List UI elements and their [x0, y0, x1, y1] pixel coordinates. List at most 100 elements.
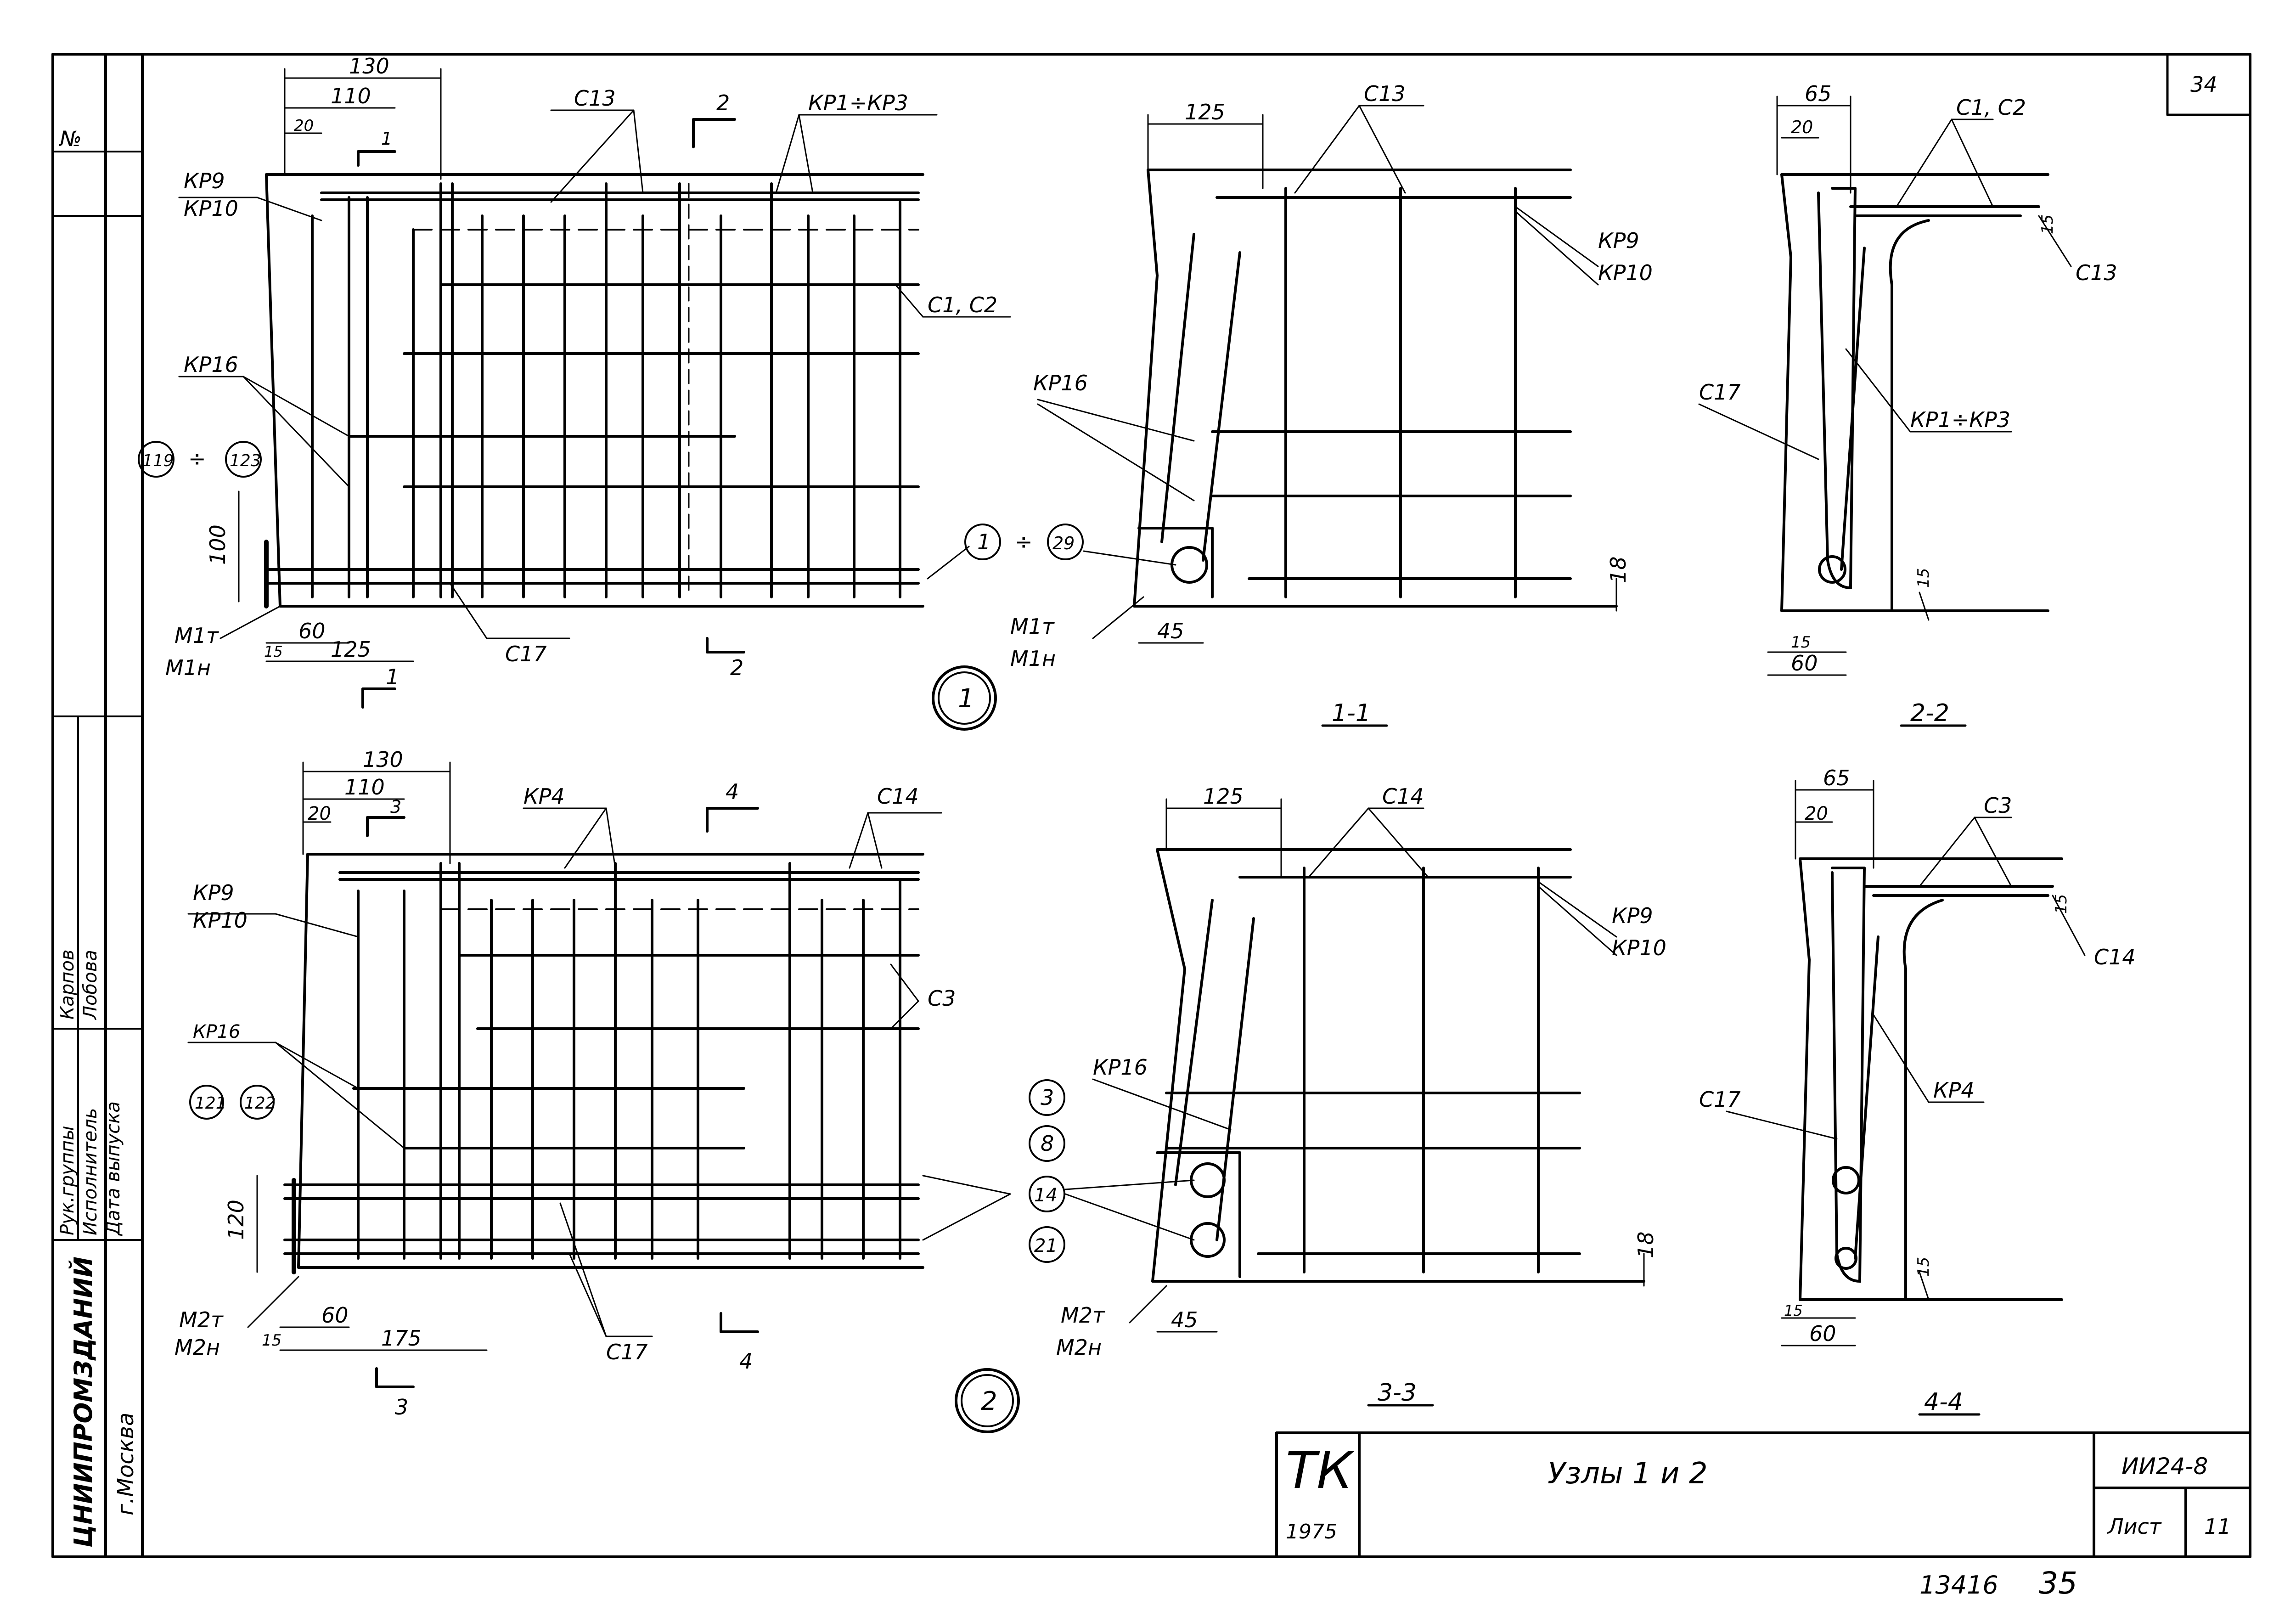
- n2-dim-15: 15: [262, 1331, 281, 1350]
- n2-dim-120: 120: [224, 1200, 248, 1240]
- node-1-marker: 1: [958, 684, 974, 714]
- left-strip-grid: [52, 151, 143, 1241]
- s44-dim-15c: 15: [1784, 1302, 1803, 1319]
- n1-label-c13: C13: [574, 86, 616, 111]
- section-1-1-drawing: [1133, 169, 1618, 608]
- n2-label-c17: C17: [606, 1340, 648, 1364]
- n1-label-kr9: КР9: [184, 169, 225, 193]
- footer-inventory: 13416: [1919, 1571, 1998, 1600]
- n2-ref-a: 121: [195, 1094, 226, 1113]
- n1-dim-125: 125: [331, 637, 371, 662]
- node-2-marker: 2: [981, 1386, 997, 1416]
- title-block-frame: [1275, 1431, 2251, 1558]
- node-1-circles: [138, 441, 1084, 731]
- n1-dim-20: 20: [294, 117, 314, 135]
- strip-role-1: Рук.группы: [57, 1126, 78, 1235]
- n2-cut-4-bottom: 4: [739, 1349, 753, 1374]
- n1-cut-2-top: 2: [716, 90, 730, 115]
- n2-label-kr16: КР16: [193, 1021, 240, 1042]
- section-4-4-title: 4-4: [1924, 1388, 1963, 1416]
- strip-role-2: Исполнитель: [80, 1108, 101, 1235]
- n1-dim-100: 100: [205, 524, 230, 565]
- n2-circle-21: 21: [1034, 1235, 1058, 1256]
- n1-ref-b: 123: [230, 451, 261, 470]
- strip-name-1: Карпов: [57, 950, 78, 1020]
- n2-dim-60: 60: [321, 1303, 349, 1328]
- n1-range-a: 1: [977, 529, 990, 554]
- n1-label-m1n: М1н: [165, 655, 211, 680]
- corner-sheet-number: 34: [2190, 72, 2217, 97]
- s22-label-c17: C17: [1699, 380, 1741, 405]
- strip-no-label: №: [58, 126, 82, 151]
- n2-ref-b: 122: [244, 1094, 276, 1113]
- n1-cut-1-bottom: 1: [386, 665, 399, 689]
- n1-dim-110: 110: [331, 84, 371, 108]
- s11-dim-18: 18: [1606, 556, 1631, 583]
- n2-label-kr10: КР10: [193, 908, 248, 933]
- n1-label-c1c2: C1, C2: [928, 293, 997, 317]
- s33-dim-18: 18: [1633, 1231, 1658, 1258]
- n2-label-m2n: М2н: [174, 1335, 220, 1360]
- footer-page: 35: [2039, 1566, 2077, 1601]
- s33-label-c14: C14: [1382, 784, 1424, 809]
- n2-dim-20: 20: [308, 803, 331, 824]
- node-2-circles: [189, 1079, 1065, 1433]
- node-1-drawing: [264, 173, 924, 608]
- s22-dim-15c: 15: [1791, 633, 1811, 652]
- section-1-1-dims: [1037, 105, 1617, 727]
- s22-dim-15a: 15: [2038, 214, 2057, 234]
- s22-dim-20: 20: [1791, 117, 1813, 137]
- n1-dim-130: 130: [349, 54, 389, 79]
- corner-sheet-box: [2166, 53, 2251, 116]
- n2-circle-14: 14: [1034, 1185, 1058, 1206]
- n1-cut-2-bottom: 2: [730, 655, 743, 680]
- n1-ref-divide: ÷: [188, 446, 206, 471]
- section-4-4-dims: [1726, 780, 2086, 1416]
- n2-label-c3: C3: [928, 986, 956, 1011]
- s33-dim-125: 125: [1203, 784, 1244, 809]
- s11-label-kr16: КР16: [1033, 371, 1088, 395]
- s44-label-c14: C14: [2094, 945, 2136, 969]
- s11-label-kr10: КР10: [1598, 260, 1653, 285]
- s22-label-c1c2: C1, C2: [1956, 95, 2026, 120]
- node-2-leaders: [187, 807, 1011, 1337]
- n1-label-kr16: КР16: [184, 352, 238, 377]
- s44-dim-20: 20: [1805, 803, 1828, 824]
- n2-label-kr9: КР9: [193, 880, 234, 905]
- s44-dim-65: 65: [1823, 766, 1850, 790]
- n1-label-kr1-kr3: КР1÷КР3: [808, 90, 908, 115]
- s11-label-m1n: М1н: [1010, 646, 1056, 671]
- s11-label-m1t: М1т: [1010, 614, 1055, 639]
- s22-dim-15b: 15: [1914, 568, 1933, 588]
- s33-label-kr9: КР9: [1612, 903, 1653, 928]
- n2-label-kr4: КР4: [523, 784, 565, 809]
- section-2-2-drawing: [1780, 173, 2049, 612]
- strip-name-2: Лобова: [80, 950, 101, 1020]
- strip-role-3: Дата выпуска: [103, 1101, 124, 1236]
- s33-dim-45: 45: [1171, 1307, 1198, 1332]
- node-2-dims: [256, 761, 759, 1388]
- s44-label-c3: C3: [1984, 793, 2012, 818]
- n2-label-c14: C14: [877, 784, 919, 809]
- s33-label-kr10: КР10: [1612, 935, 1666, 960]
- n1-dim-15: 15: [264, 643, 283, 660]
- section-3-3-drawing: [1151, 848, 1645, 1283]
- section-4-4-drawing: [1799, 857, 2063, 1301]
- n1-label-m1t: М1т: [174, 623, 219, 648]
- sheet-frame: [51, 53, 2251, 1558]
- n1-label-kr10: КР10: [184, 196, 238, 221]
- n2-circle-3: 3: [1041, 1085, 1054, 1110]
- title-code: ИИ24-8: [2122, 1453, 2208, 1480]
- n2-cut-3-top: 3: [390, 797, 401, 817]
- s33-label-m2t: М2т: [1061, 1303, 1105, 1328]
- s11-dim-45: 45: [1157, 619, 1184, 643]
- s33-label-m2n: М2н: [1056, 1335, 1102, 1360]
- s11-label-kr9: КР9: [1598, 228, 1639, 253]
- n2-dim-110: 110: [344, 775, 385, 800]
- strip-org: ЦНИИПРОМЗДАНИЙ: [69, 1256, 98, 1548]
- section-2-2-title: 2-2: [1910, 699, 1949, 727]
- s33-label-kr16: КР16: [1093, 1055, 1148, 1080]
- n2-circle-8: 8: [1041, 1131, 1054, 1156]
- title-series: ТК: [1286, 1441, 1355, 1500]
